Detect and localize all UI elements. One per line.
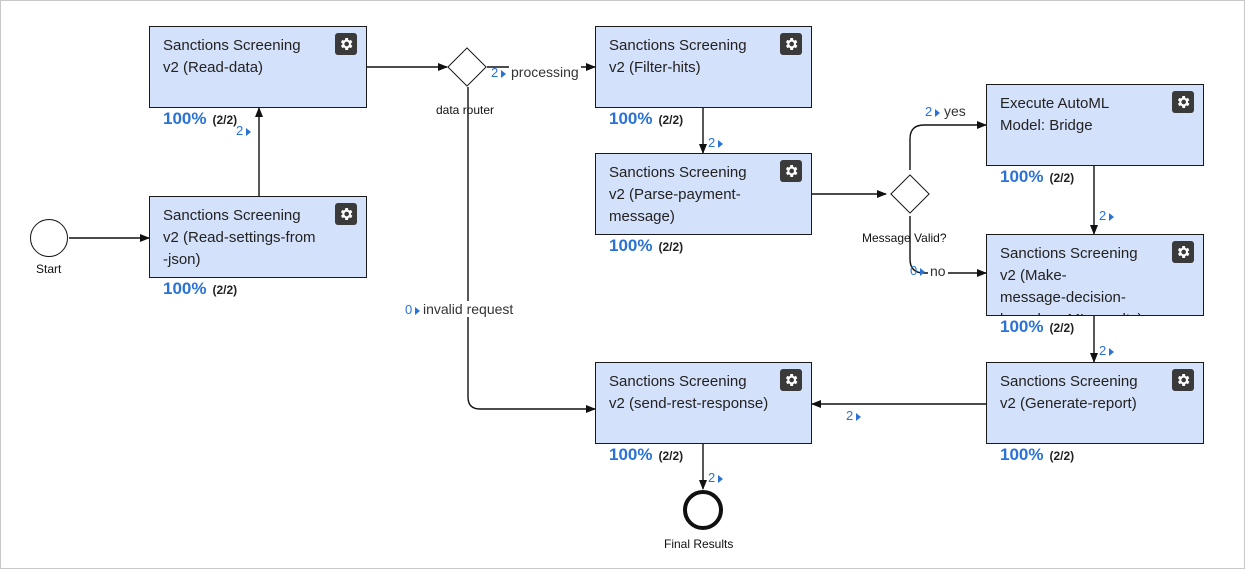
gear-icon[interactable] [1172,369,1194,391]
task-parse-payment-progress: 100% (2/2) [609,236,683,256]
flow-count: 2 [925,104,941,119]
play-icon [856,412,862,421]
flow-count-value: 2 [708,135,716,150]
flow-count-value: 2 [925,104,933,119]
gear-icon[interactable] [335,33,357,55]
gear-icon[interactable] [1172,241,1194,263]
flow-count-value: 2 [708,470,716,485]
play-icon [718,474,724,483]
progress-percent: 100% [163,109,207,128]
task-generate-report-progress: 100% (2/2) [1000,445,1074,465]
task-automl-bridge-label: Execute AutoML Model: Bridge [1000,95,1110,134]
progress-count: (2/2) [1049,321,1075,335]
end-event[interactable] [683,490,723,530]
progress-count: (2/2) [212,283,238,297]
end-event-label: Final Results [664,537,734,551]
task-read-settings[interactable]: Sanctions Screening v2 (Read-settings-fr… [149,196,367,278]
play-icon [415,306,421,315]
task-send-response-label: Sanctions Screening v2 (send-rest-respon… [609,373,769,412]
flow-count-value: 0 [405,302,413,317]
task-parse-payment[interactable]: Sanctions Screening v2 (Parse-payment- m… [595,153,812,235]
task-read-settings-label: Sanctions Screening v2 (Read-settings-fr… [163,207,316,268]
play-icon [718,139,724,148]
flow-count-value: 2 [846,408,854,423]
flow-count: 2 [708,135,724,150]
flow-count: 0 [405,302,421,317]
flow-count-value: 2 [1099,343,1107,358]
gear-icon[interactable] [780,33,802,55]
flow-count-value: 2 [1099,208,1107,223]
flow-count: 2 [236,123,252,138]
flow-valid-yes [909,121,987,170]
flow-router-invalid [467,87,596,413]
task-make-decision-progress: 100% (2/2) [1000,317,1074,337]
task-read-data[interactable]: Sanctions Screening v2 (Read-data) [149,26,367,108]
task-filter-hits-progress: 100% (2/2) [609,109,683,129]
play-icon [1109,212,1115,221]
gateway-data-router-label: data router [436,103,495,117]
gear-icon[interactable] [1172,91,1194,113]
task-parse-payment-label: Sanctions Screening v2 (Parse-payment- m… [609,164,747,225]
flow-label-no: no [928,263,948,279]
flow-count: 0 [910,263,926,278]
play-icon [501,69,507,78]
task-generate-report[interactable]: Sanctions Screening v2 (Generate-report) [986,362,1204,444]
progress-percent: 100% [1000,445,1044,464]
task-read-settings-progress: 100% (2/2) [163,279,237,299]
play-icon [246,127,252,136]
task-send-response[interactable]: Sanctions Screening v2 (send-rest-respon… [595,362,812,444]
gear-icon[interactable] [780,160,802,182]
progress-count: (2/2) [658,113,684,127]
flow-label-invalid-request: invalid request [421,301,516,317]
progress-percent: 100% [1000,317,1044,336]
task-make-decision-label: Sanctions Screening v2 (Make- message-de… [1000,245,1143,315]
play-icon [935,108,941,117]
flow-count-value: 2 [236,123,244,138]
flow-count: 2 [491,65,507,80]
flow-count: 2 [846,408,862,423]
progress-count: (2/2) [212,113,238,127]
progress-percent: 100% [609,445,653,464]
play-icon [1109,347,1115,356]
task-read-data-progress: 100% (2/2) [163,109,237,129]
flow-label-yes: yes [942,103,968,119]
task-automl-bridge-progress: 100% (2/2) [1000,167,1074,187]
task-send-response-progress: 100% (2/2) [609,445,683,465]
progress-percent: 100% [1000,167,1044,186]
task-automl-bridge[interactable]: Execute AutoML Model: Bridge [986,84,1204,166]
flow-label-processing: processing [509,64,581,80]
progress-count: (2/2) [1049,171,1075,185]
progress-count: (2/2) [658,240,684,254]
progress-count: (2/2) [658,449,684,463]
play-icon [920,267,926,276]
progress-percent: 100% [163,279,207,298]
start-event-label: Start [36,262,62,276]
task-filter-hits[interactable]: Sanctions Screening v2 (Filter-hits) [595,26,812,108]
flow-count: 2 [708,470,724,485]
flow-count-value: 0 [910,263,918,278]
progress-count: (2/2) [1049,449,1075,463]
task-make-decision[interactable]: Sanctions Screening v2 (Make- message-de… [986,234,1204,316]
task-read-data-label: Sanctions Screening v2 (Read-data) [163,37,301,76]
flow-count: 2 [1099,208,1115,223]
start-event[interactable] [30,219,68,257]
task-filter-hits-label: Sanctions Screening v2 (Filter-hits) [609,37,747,76]
progress-percent: 100% [609,236,653,255]
gateway-message-valid-label: Message Valid? [862,231,947,245]
gear-icon[interactable] [335,203,357,225]
flow-count-value: 2 [491,65,499,80]
flow-count: 2 [1099,343,1115,358]
gear-icon[interactable] [780,369,802,391]
task-generate-report-label: Sanctions Screening v2 (Generate-report) [1000,373,1138,412]
progress-percent: 100% [609,109,653,128]
